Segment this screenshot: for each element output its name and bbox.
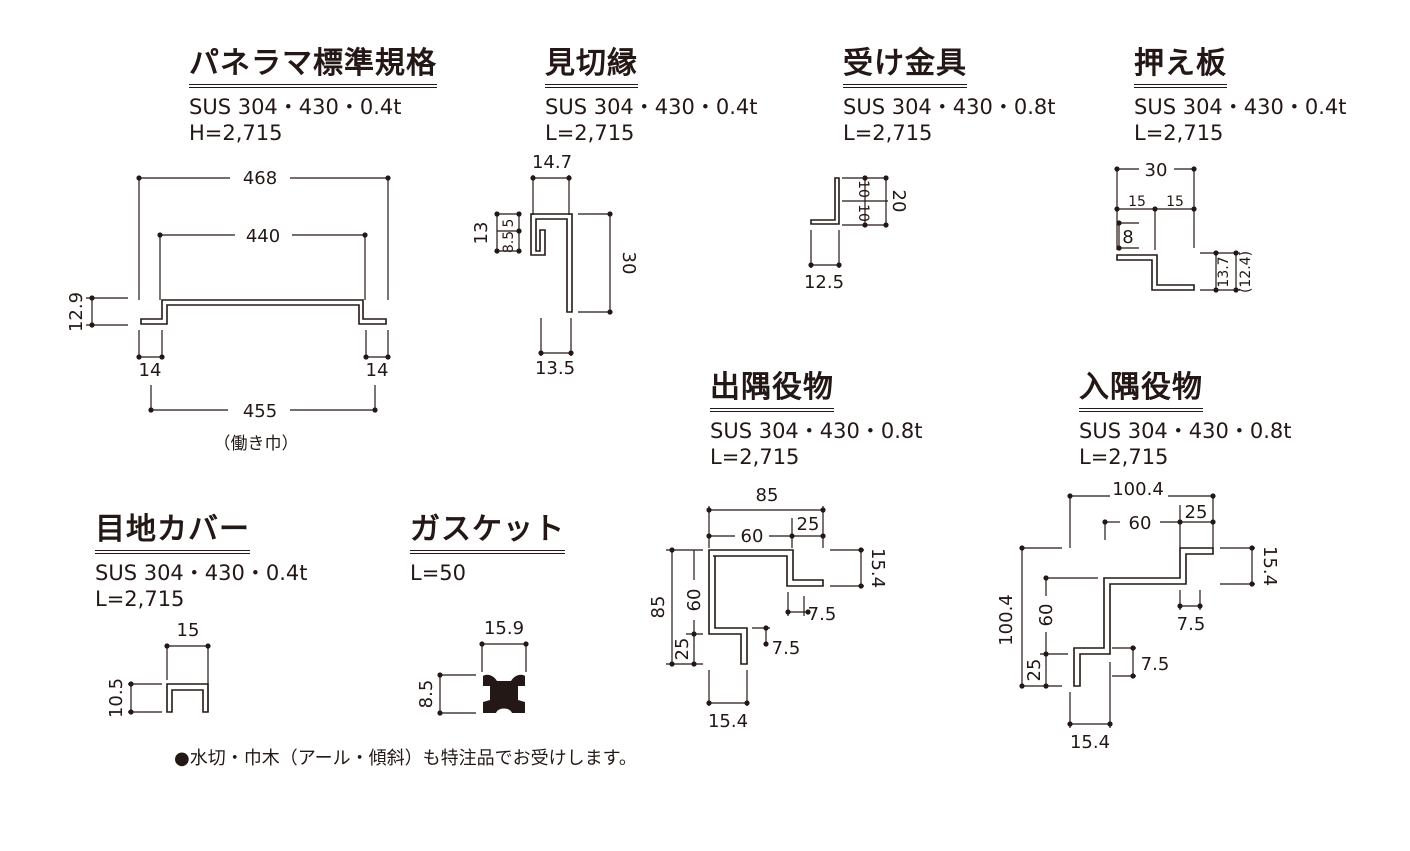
dim-30: 30 bbox=[618, 252, 639, 275]
dim-85-top: 85 bbox=[756, 485, 779, 506]
dim-15-right: 15 bbox=[1166, 194, 1184, 210]
panel-title: 押え板 bbox=[1134, 38, 1227, 88]
footer-note: ●水切・巾木（アール・傾斜）も特注品でお受けします。 bbox=[174, 748, 637, 769]
dim-25-top: 25 bbox=[1185, 502, 1208, 523]
dim-60-top: 60 bbox=[1129, 513, 1152, 534]
dim-100-4-top: 100.4 bbox=[1112, 479, 1164, 500]
drawing-irisumi bbox=[1019, 493, 1255, 728]
work-width-label: （働き巾） bbox=[214, 434, 299, 454]
dim-13-7: 13.7 bbox=[1216, 256, 1232, 287]
dim-13-5: 13.5 bbox=[535, 358, 575, 379]
dim-468: 468 bbox=[243, 168, 277, 189]
dim-14-7: 14.7 bbox=[532, 152, 572, 173]
dim-60-left: 60 bbox=[684, 589, 705, 612]
spec-length: L=2,715 bbox=[710, 445, 800, 469]
dim-25-left: 25 bbox=[672, 638, 693, 661]
spec-material: SUS 304・430・0.4t bbox=[95, 561, 308, 585]
panel-title: パネラマ標準規格 bbox=[189, 38, 437, 88]
panel-irisumi: 入隅役物 SUS 304・430・0.8t L=2,715 bbox=[1079, 362, 1292, 470]
spec-material: SUS 304・430・0.4t bbox=[545, 95, 758, 119]
panel-panorama: パネラマ標準規格 SUS 304・430・0.4t H=2,715 bbox=[189, 38, 437, 146]
dim-10-5: 10.5 bbox=[106, 678, 127, 718]
panel-title: 出隅役物 bbox=[710, 362, 834, 412]
dim-14-left: 14 bbox=[139, 360, 162, 381]
drawing-desumi bbox=[666, 506, 864, 706]
spec-length: L=2,715 bbox=[843, 121, 933, 145]
dim-15: 15 bbox=[177, 620, 200, 641]
dim-15-4-bottom: 15.4 bbox=[708, 711, 748, 732]
dim-25-left: 25 bbox=[1024, 659, 1045, 682]
dim-10-top: 10 bbox=[855, 180, 871, 198]
dim-15-9: 15.9 bbox=[484, 618, 524, 639]
spec-length: L=2,715 bbox=[1079, 445, 1169, 469]
panel-title: 目地カバー bbox=[95, 504, 250, 554]
dim-15-4-bottom: 15.4 bbox=[1070, 732, 1110, 753]
dim-7-5-a: 7.5 bbox=[808, 604, 837, 625]
panel-mikiriberi: 見切縁 SUS 304・430・0.4t L=2,715 bbox=[545, 38, 758, 146]
spec-material: SUS 304・430・0.8t bbox=[843, 95, 1056, 119]
dim-440: 440 bbox=[246, 226, 280, 247]
panel-title: 見切縁 bbox=[545, 38, 638, 88]
drawing-osaeita bbox=[1114, 166, 1240, 293]
dim-7-5-b: 7.5 bbox=[772, 638, 801, 659]
dim-7-5-a: 7.5 bbox=[1177, 614, 1206, 635]
dim-12-4: (12.4) bbox=[1238, 251, 1254, 293]
drawing-mejicover bbox=[128, 643, 211, 715]
panel-ukekanagu: 受け金具 SUS 304・430・0.8t L=2,715 bbox=[843, 38, 1056, 146]
spec-material: SUS 304・430・0.8t bbox=[1079, 419, 1292, 443]
dim-8-5: 8.5 bbox=[501, 231, 517, 253]
drawing-panorama bbox=[86, 175, 391, 413]
panel-title: 入隅役物 bbox=[1079, 362, 1203, 412]
drawing-mikiriberi bbox=[494, 175, 613, 356]
drawing-ukekanagu bbox=[808, 175, 889, 268]
dim-10-bottom: 10 bbox=[855, 204, 871, 222]
dim-7-5-b: 7.5 bbox=[1141, 654, 1170, 675]
dim-12-9: 12.9 bbox=[66, 292, 87, 332]
dim-12-5: 12.5 bbox=[804, 272, 844, 293]
dim-15-left: 15 bbox=[1128, 194, 1146, 210]
panel-osaeita: 押え板 SUS 304・430・0.4t L=2,715 bbox=[1134, 38, 1347, 146]
spec-material: SUS 304・430・0.8t bbox=[710, 419, 923, 443]
dim-5: 5 bbox=[501, 219, 517, 228]
drawing-gasket bbox=[437, 641, 529, 716]
dim-20: 20 bbox=[888, 190, 909, 213]
dim-455: 455 bbox=[243, 401, 277, 422]
dim-8-5: 8.5 bbox=[416, 680, 437, 709]
spec-length: H=2,715 bbox=[189, 121, 283, 145]
dim-100-4-left: 100.4 bbox=[996, 594, 1017, 646]
dim-13: 13 bbox=[471, 222, 492, 245]
spec-material: SUS 304・430・0.4t bbox=[1134, 95, 1347, 119]
panel-title: ガスケット bbox=[410, 504, 565, 554]
panel-desumi: 出隅役物 SUS 304・430・0.8t L=2,715 bbox=[710, 362, 923, 470]
panel-gasket: ガスケット L=50 bbox=[410, 504, 565, 586]
spec-length: L=2,715 bbox=[1134, 121, 1224, 145]
dim-25-top: 25 bbox=[797, 514, 820, 535]
dim-60-top: 60 bbox=[741, 526, 764, 547]
dim-60-left: 60 bbox=[1036, 604, 1057, 627]
spec-length: L=2,715 bbox=[545, 121, 635, 145]
spec-length: L=2,715 bbox=[95, 587, 185, 611]
dim-85-left: 85 bbox=[648, 596, 669, 619]
dim-8: 8 bbox=[1122, 227, 1133, 248]
spec-material: SUS 304・430・0.4t bbox=[189, 95, 402, 119]
spec-length: L=50 bbox=[410, 561, 467, 585]
gasket-profile bbox=[483, 674, 525, 713]
dim-15-4-right: 15.4 bbox=[867, 548, 888, 588]
panel-title: 受け金具 bbox=[843, 38, 967, 88]
dim-14-right: 14 bbox=[366, 360, 389, 381]
dim-30: 30 bbox=[1145, 160, 1168, 181]
panel-mejicover: 目地カバー SUS 304・430・0.4t L=2,715 bbox=[95, 504, 308, 612]
dim-15-4-right: 15.4 bbox=[1259, 546, 1280, 586]
